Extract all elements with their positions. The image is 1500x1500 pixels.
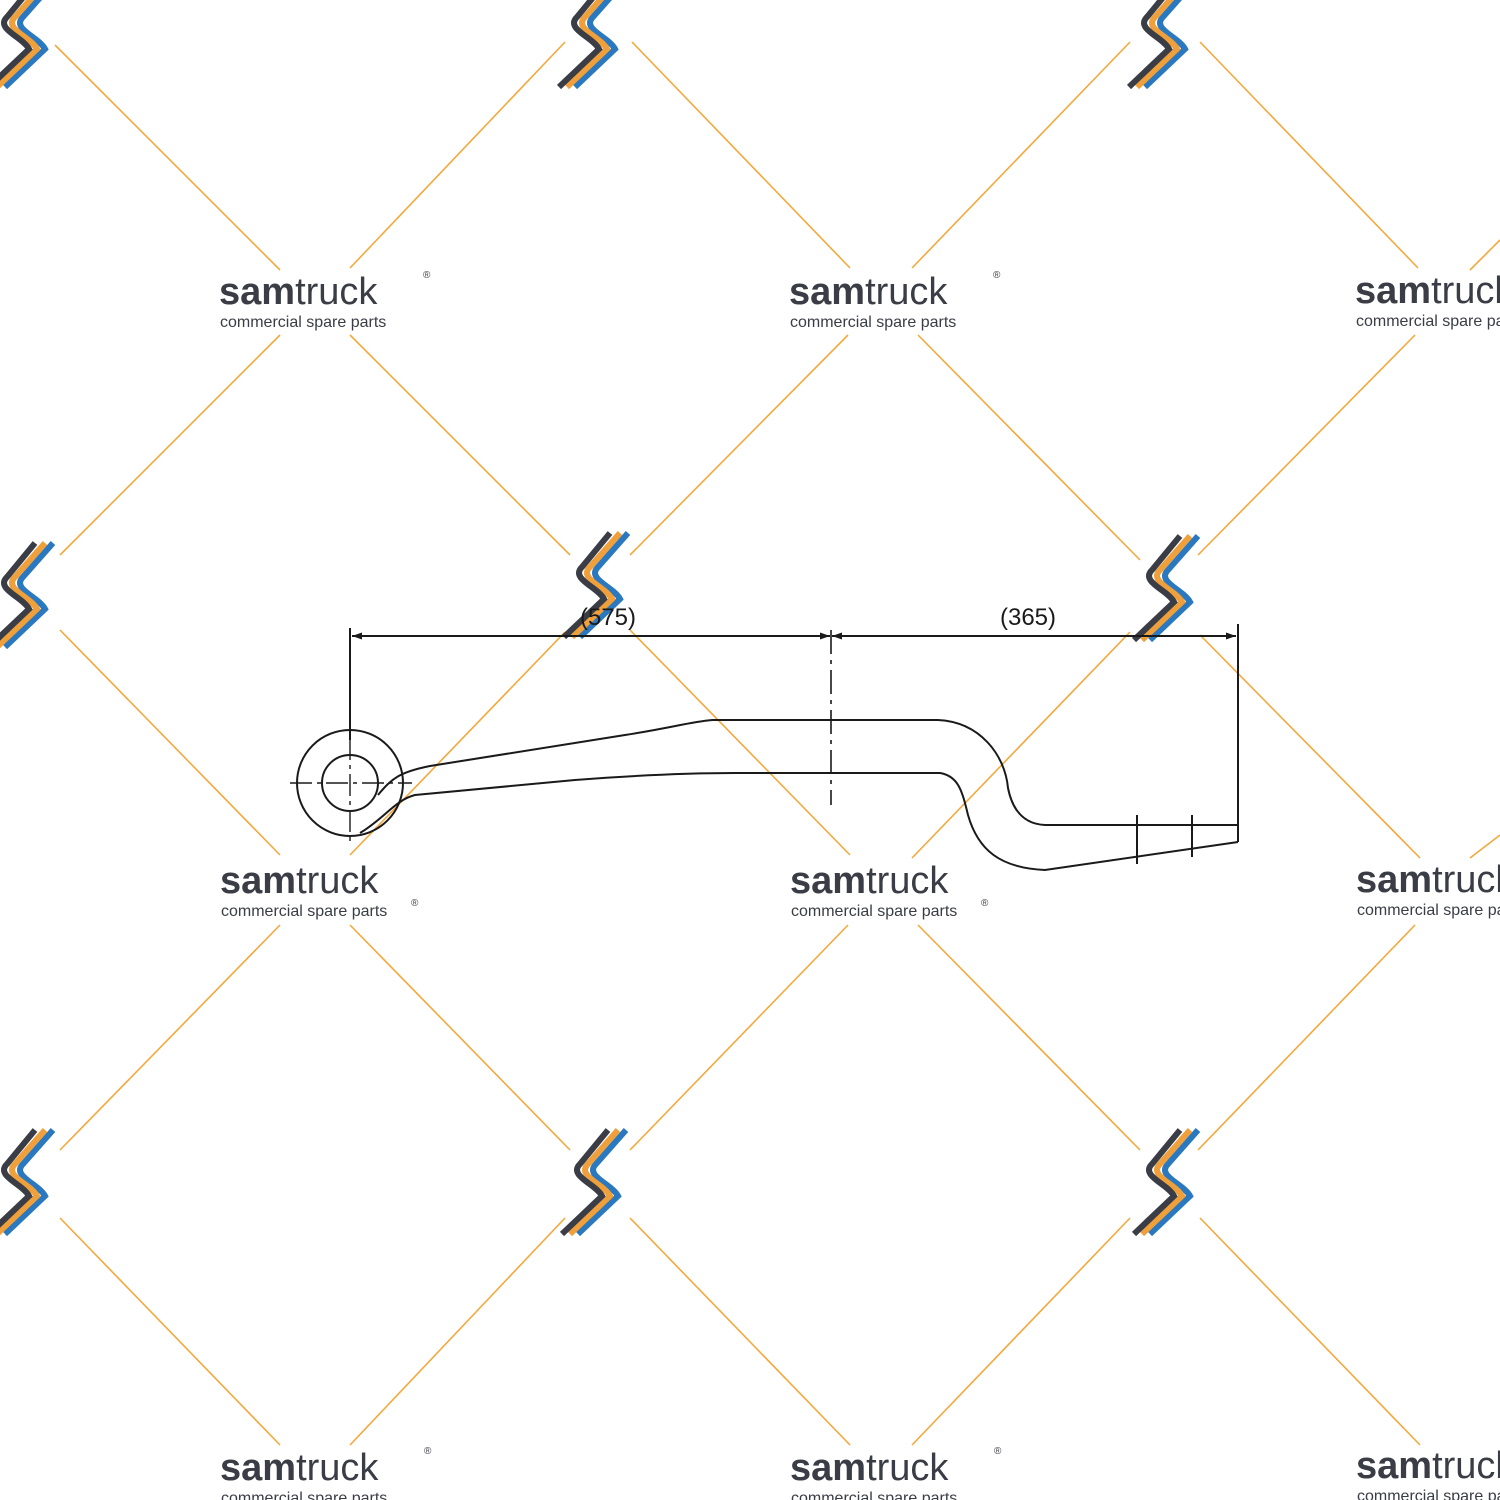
wordmark-tagline: commercial spare parts: [221, 1490, 387, 1500]
logo-stripe: [1139, 1128, 1193, 1237]
logo-stripe: [575, 1128, 629, 1237]
wordmark-brand-light: truck: [296, 1447, 379, 1489]
registered-mark: ®: [993, 270, 1001, 281]
wordmark-brand: samtruck: [790, 1447, 949, 1489]
spring-leaf-bottom-edge: [359, 772, 1239, 872]
wordmark-brand: samtruck: [1356, 1445, 1500, 1487]
wordmark-tagline: commercial spare parts: [1357, 902, 1500, 919]
registered-mark: ®: [411, 898, 419, 909]
samtruck-logo-icon: [1126, 0, 1189, 90]
wordmark-tagline: commercial spare parts: [791, 903, 957, 920]
wordmark-brand-bold: sam: [790, 860, 866, 902]
logo-stripe: [1139, 534, 1193, 643]
samtruck-logo-icon: [0, 1128, 56, 1237]
watermark-logos: [0, 0, 1201, 1237]
registered-mark: ®: [994, 1446, 1002, 1457]
logo-stripe: [0, 1128, 48, 1236]
wordmark-brand-light: truck: [1432, 1445, 1500, 1487]
wordmark-brand-light: truck: [296, 860, 379, 902]
wordmark-brand-bold: sam: [789, 271, 865, 313]
logo-stripe: [556, 0, 603, 90]
samtruck-logo-icon: [1131, 1128, 1201, 1237]
wordmark-tagline: commercial spare parts: [221, 903, 387, 920]
logo-stripe: [1142, 0, 1189, 90]
logo-stripe: [561, 531, 613, 640]
samtruck-logo-icon: [0, 0, 49, 90]
wordmark-brand: samtruck: [1356, 859, 1500, 901]
wordmark-tagline: commercial spare parts: [1357, 1488, 1500, 1500]
registered-mark: ®: [423, 270, 431, 281]
registered-mark: ®: [424, 1446, 432, 1457]
wordmark-brand-bold: sam: [220, 860, 296, 902]
logo-stripe: [0, 0, 33, 81]
wordmark-brand-light: truck: [1432, 859, 1500, 901]
spring-leaf-top-edge: [377, 719, 1238, 826]
logo-stripe: [1131, 534, 1183, 643]
logo-stripe: [0, 541, 38, 641]
samtruck-logo-icon: [561, 531, 631, 640]
logo-stripe: [1147, 1128, 1201, 1237]
logo-stripe: [1131, 1128, 1183, 1237]
logo-stripe: [0, 541, 48, 649]
leaf-spring-drawing: [290, 624, 1239, 872]
logo-stripe: [1126, 0, 1173, 90]
wordmark-brand: samtruck: [1355, 270, 1500, 312]
wordmark-brand-bold: sam: [790, 1447, 866, 1489]
wordmark-brand-bold: sam: [1356, 1445, 1432, 1487]
logo-stripe: [572, 0, 619, 90]
wordmark-tagline: commercial spare parts: [790, 314, 956, 331]
logo-stripe: [567, 1128, 621, 1237]
wordmark-brand-light: truck: [1431, 270, 1500, 312]
wordmark-tagline: commercial spare parts: [1356, 313, 1500, 330]
dimension-label-right: (365): [1000, 604, 1056, 631]
logo-stripe: [564, 0, 611, 90]
samtruck-logo-icon: [1131, 534, 1201, 643]
logo-stripe: [559, 1128, 611, 1237]
watermark-lattice: [54, 41, 1500, 1446]
wordmark-brand-bold: sam: [1355, 270, 1431, 312]
registered-mark: ®: [981, 898, 989, 909]
wordmark-brand: samtruck: [220, 860, 379, 902]
logo-stripe: [2, 0, 49, 90]
samtruck-logo-icon: [556, 0, 619, 90]
wordmark-brand-bold: sam: [1356, 859, 1432, 901]
logo-stripe: [1147, 534, 1201, 643]
wordmark-tagline: commercial spare parts: [220, 314, 386, 331]
wordmark-brand-light: truck: [295, 271, 378, 313]
wordmark-brand: samtruck: [790, 860, 949, 902]
samtruck-logo-icon: [559, 1128, 629, 1237]
wordmark-brand: samtruck: [789, 271, 948, 313]
logo-stripe: [569, 531, 623, 640]
wordmark-brand-light: truck: [866, 860, 949, 902]
wordmark-brand-light: truck: [865, 271, 948, 313]
logo-stripe: [577, 531, 631, 640]
logo-stripe: [1134, 0, 1181, 90]
wordmark-brand-bold: sam: [219, 271, 295, 313]
logo-stripe: [2, 1128, 56, 1237]
wordmark-brand-light: truck: [866, 1447, 949, 1489]
wordmark-brand-bold: sam: [220, 1447, 296, 1489]
logo-stripe: [2, 541, 56, 650]
logo-stripe: [0, 0, 41, 89]
wordmark-tagline: commercial spare parts: [791, 1490, 957, 1500]
dimension-label-left: (575): [580, 604, 636, 631]
wordmark-brand: samtruck: [220, 1447, 379, 1489]
logo-stripe: [0, 1128, 38, 1228]
samtruck-logo-icon: [0, 541, 56, 650]
wordmark-brand: samtruck: [219, 271, 378, 313]
